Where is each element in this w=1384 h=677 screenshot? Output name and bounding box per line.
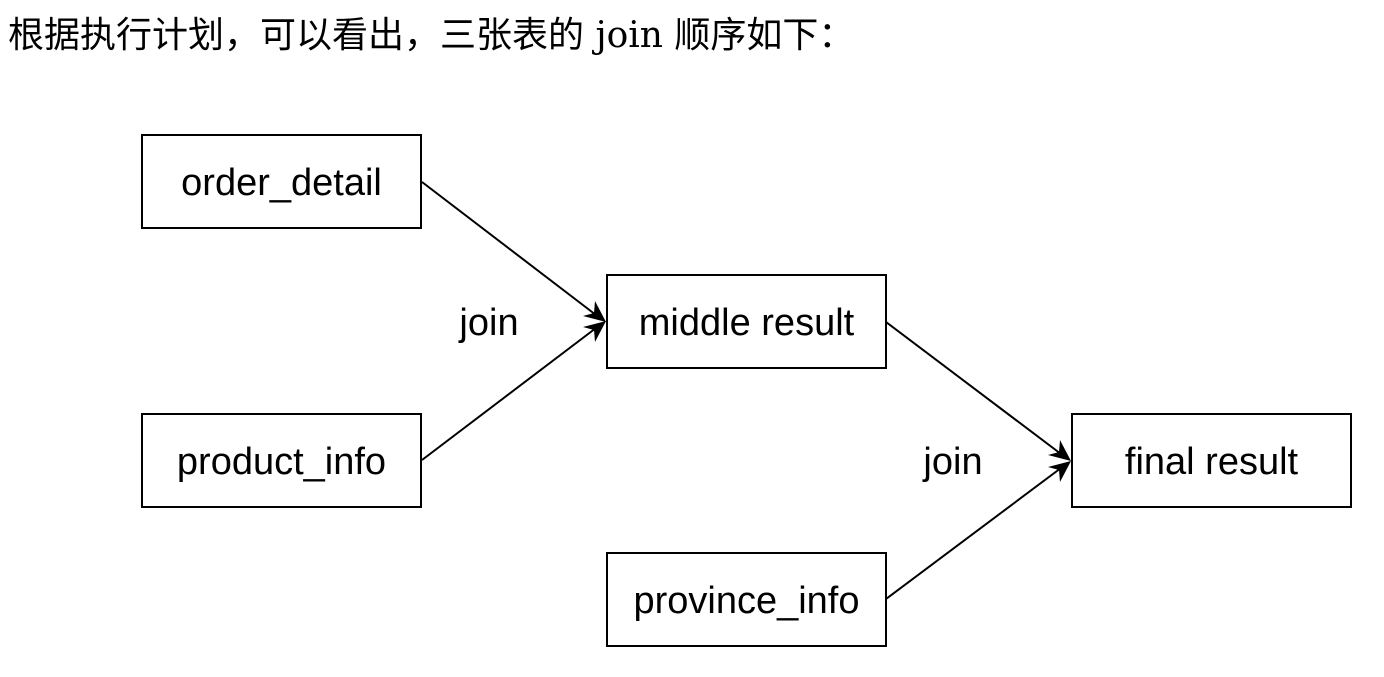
edge-province-info-to-final-result	[885, 461, 1071, 600]
intro-text: 根据执行计划，可以看出，三张表的 join 顺序如下：	[8, 15, 855, 56]
node-product-info-label: product_info	[177, 441, 386, 483]
edge-product-info-to-middle-result	[421, 321, 606, 461]
join-label-second: join	[922, 441, 982, 483]
node-order-detail-label: order_detail	[181, 162, 382, 204]
node-final-result-label: final result	[1125, 441, 1299, 483]
node-middle-result: middle result	[606, 274, 887, 369]
node-province-info: province_info	[606, 552, 887, 647]
edge-order-detail-to-middle-result	[421, 181, 606, 322]
node-order-detail: order_detail	[141, 134, 422, 229]
join-label-first: join	[458, 302, 518, 344]
node-final-result: final result	[1071, 413, 1352, 508]
node-province-info-label: province_info	[633, 580, 859, 622]
node-product-info: product_info	[141, 413, 422, 508]
node-middle-result-label: middle result	[639, 302, 855, 344]
edge-middle-result-to-final-result	[885, 321, 1071, 461]
